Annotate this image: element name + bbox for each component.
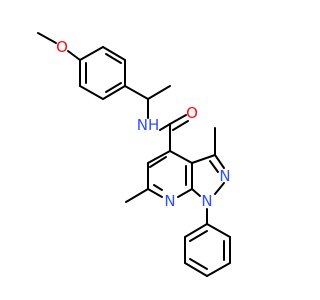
bond-ch-methyl: [147, 85, 171, 100]
bond-ring1-a: [79, 46, 104, 61]
bond-n7-c7a: [177, 188, 193, 198]
bond-c6-n7: [147, 188, 163, 198]
bond-c6-n7-inner: [153, 184, 163, 191]
atom-methoxy-o: O: [56, 38, 68, 56]
atom-amide-nh: NH: [137, 116, 160, 134]
bond-c6-methyl: [125, 188, 149, 203]
bond-ring2-f-inner: [189, 230, 208, 242]
bond-c3-n2: [214, 154, 225, 169]
atom-pyridine-n: N: [164, 192, 175, 210]
atom-pyrazole-n1: N: [201, 192, 212, 210]
bond-c3-n2-inner: [209, 160, 219, 173]
bond-o-aryl: [67, 50, 81, 61]
bond-n2-n1: [214, 182, 225, 195]
bond-c3a-c3: [191, 154, 216, 164]
bond-ring1-b: [102, 46, 126, 61]
bonds: [37, 32, 231, 277]
molecule-canvas: O NH O N N N: [37, 32, 231, 277]
bond-ring2-d: [184, 262, 208, 277]
bond-ring2-f: [184, 223, 208, 238]
bond-carbonyl-o-2: [172, 120, 189, 131]
atom-pyrazole-n2: N: [219, 167, 230, 185]
bond-c4-c5-inner: [149, 156, 167, 168]
bond-n1-c7a: [191, 188, 201, 197]
molecule-structure: O NH O N N N: [37, 32, 231, 277]
bond-ring1-e: [79, 85, 104, 100]
bond-c3a-c4: [169, 150, 193, 164]
bond-c4-c5: [147, 150, 171, 164]
bond-ring1-b-inner: [105, 53, 122, 64]
bond-carbonyl-o-1: [169, 114, 187, 125]
bond-nh-carbonyl: [159, 123, 171, 131]
bond-ring2-a: [206, 223, 231, 238]
atom-labels: O NH O N N N: [56, 38, 231, 210]
bond-ring1-d: [102, 85, 126, 100]
bond-methyl-o: [37, 32, 57, 44]
bond-ring1-d-inner: [105, 82, 122, 93]
bond-aryl-ch: [124, 85, 149, 100]
atom-amide-o: O: [186, 104, 198, 122]
bond-ring2-d-inner: [189, 258, 208, 270]
bond-ring2-c: [206, 262, 231, 277]
